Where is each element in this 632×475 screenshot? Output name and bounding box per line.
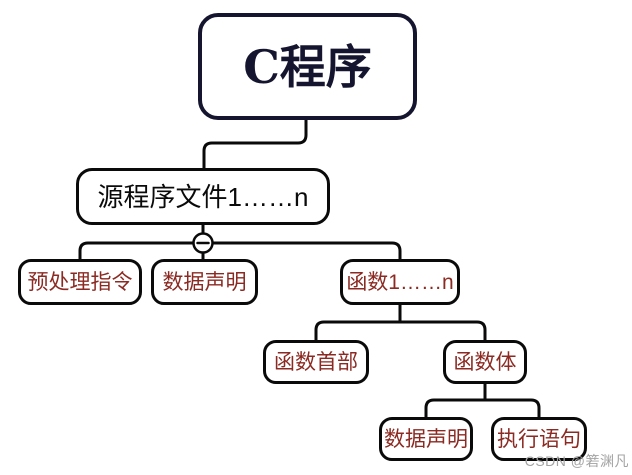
node-source-file[interactable]: 源程序文件1……n bbox=[76, 168, 330, 225]
node-executable-statements[interactable]: 执行语句 bbox=[491, 417, 587, 461]
node-preprocessing-directives[interactable]: 预处理指令 bbox=[18, 259, 142, 305]
node-function-header[interactable]: 函数首部 bbox=[263, 340, 369, 384]
node-data-declarations-label: 数据声明 bbox=[162, 270, 247, 294]
node-functions[interactable]: 函数1……n bbox=[340, 259, 460, 305]
node-data-declarations[interactable]: 数据声明 bbox=[151, 259, 258, 305]
node-body-data-declarations-label: 数据声明 bbox=[384, 427, 468, 451]
node-source-file-label: 源程序文件1……n bbox=[97, 181, 309, 212]
collapse-control[interactable] bbox=[192, 232, 214, 254]
watermark: CSDN @箬渊凡 bbox=[524, 453, 629, 469]
node-c-program-label: C程序 bbox=[243, 39, 372, 94]
connector-level4-bracket bbox=[314, 320, 487, 342]
node-executable-statements-label: 执行语句 bbox=[497, 427, 581, 451]
node-function-body-label: 函数体 bbox=[453, 350, 517, 374]
node-c-program[interactable]: C程序 bbox=[198, 13, 417, 120]
node-preprocessing-directives-label: 预处理指令 bbox=[27, 270, 133, 294]
node-functions-label: 函数1……n bbox=[346, 270, 454, 294]
connector-level3-bracket bbox=[78, 241, 402, 261]
connector-level5-bracket bbox=[424, 398, 541, 419]
node-function-header-label: 函数首部 bbox=[274, 350, 358, 374]
node-body-data-declarations[interactable]: 数据声明 bbox=[379, 417, 473, 461]
node-function-body[interactable]: 函数体 bbox=[443, 340, 527, 384]
connector-root-to-source-file bbox=[202, 117, 308, 170]
